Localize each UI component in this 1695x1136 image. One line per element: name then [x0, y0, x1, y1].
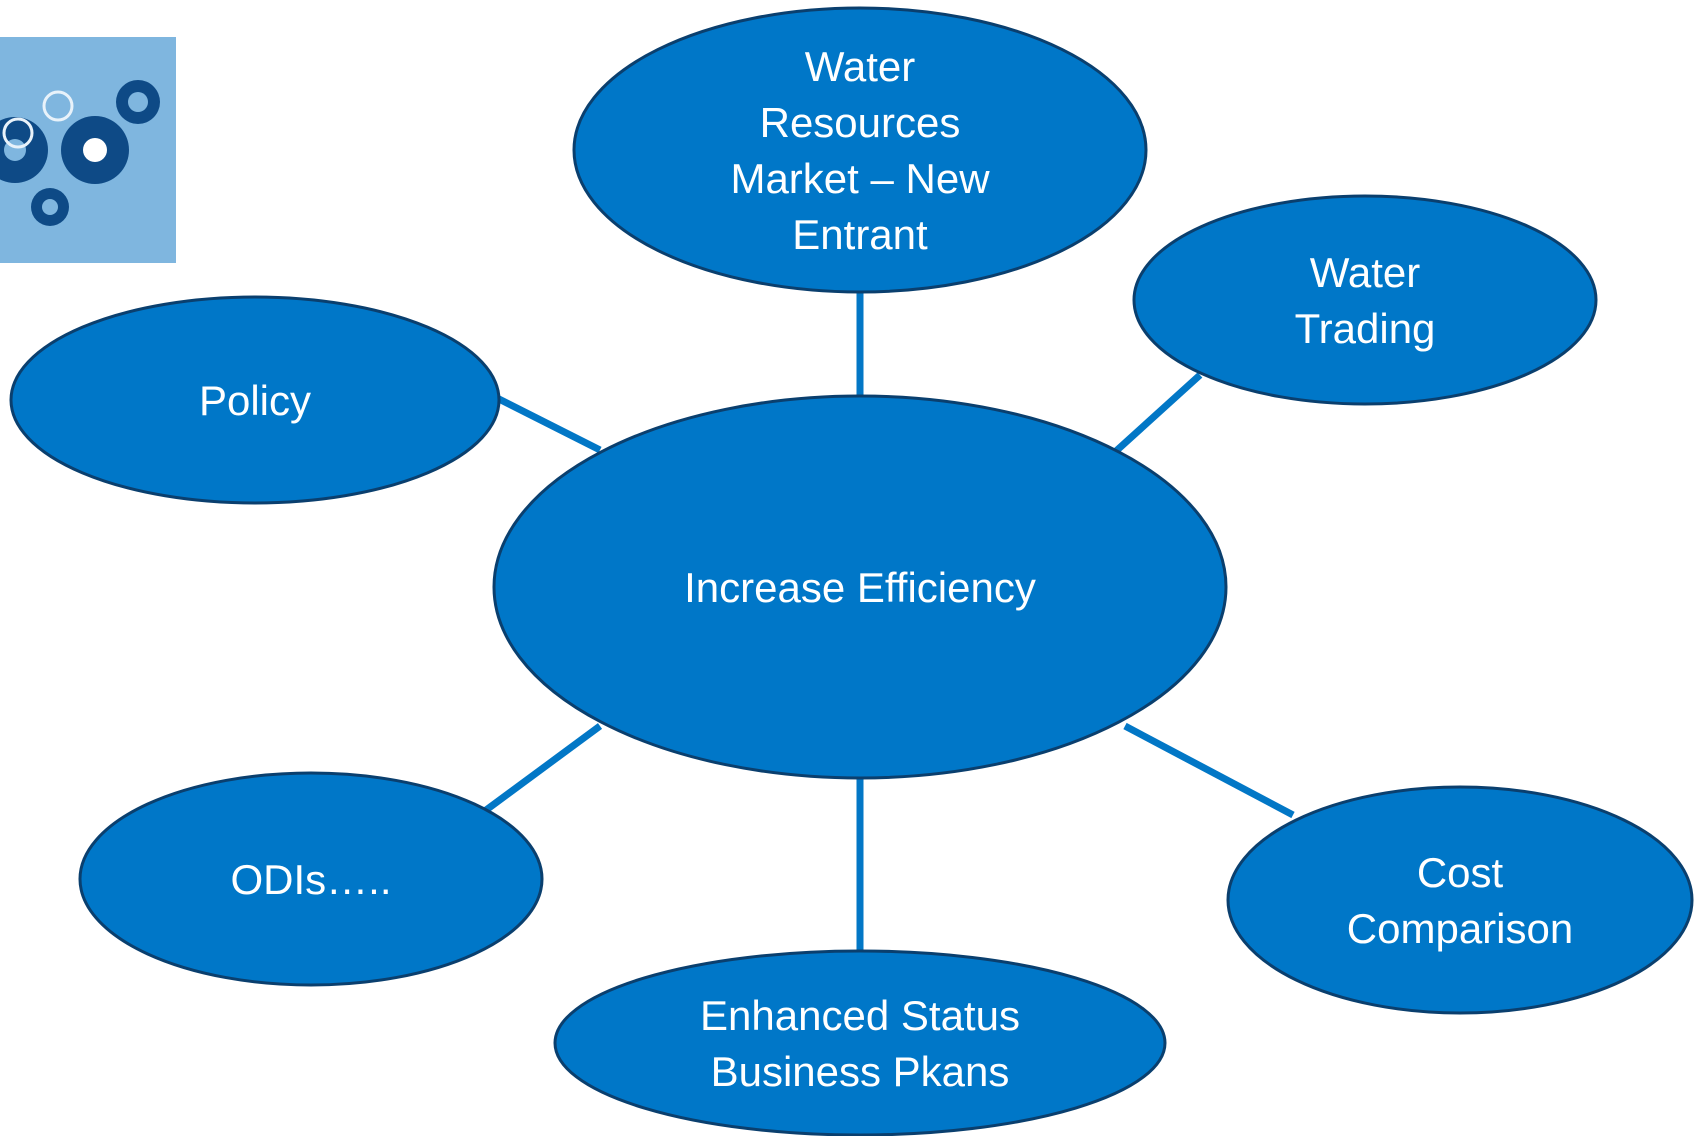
node-label-line: Enhanced Status: [700, 992, 1020, 1039]
node-odis: ODIs…..: [78, 771, 544, 987]
node-label-line: Business Pkans: [711, 1048, 1010, 1095]
node-label-line: Trading: [1295, 305, 1436, 352]
connector-line: [1123, 722, 1295, 819]
gear-large: [61, 116, 129, 184]
node-label-line: Water: [1310, 249, 1420, 296]
node-label-line: Entrant: [792, 211, 928, 258]
node-label-line: ODIs…..: [230, 856, 391, 903]
node-ellipse: [492, 394, 1228, 780]
node-center: Increase Efficiency: [492, 394, 1228, 780]
node-ellipse: [1132, 194, 1598, 406]
node-label-line: Water: [805, 43, 915, 90]
gear-top-right: [116, 80, 160, 124]
connector-line: [1112, 372, 1203, 455]
node-label-line: Cost: [1417, 849, 1504, 896]
node-label-line: Increase Efficiency: [684, 564, 1036, 611]
node-policy: Policy: [9, 295, 501, 505]
gears-icon: [0, 37, 176, 263]
connector-line: [475, 723, 603, 819]
node-ellipse: [9, 295, 501, 505]
gear-small-outline-2: [2, 117, 34, 149]
node-label-line: Market – New: [730, 155, 990, 202]
connectors: [475, 292, 1295, 953]
connector-line: [493, 393, 602, 454]
node-ellipse: [78, 771, 544, 987]
gear-small-outline: [42, 90, 74, 122]
gear-bottom: [31, 188, 69, 226]
node-ellipse: [553, 949, 1167, 1136]
node-label-line: Resources: [760, 99, 961, 146]
node-label-line: Comparison: [1347, 905, 1573, 952]
node-ellipse: [1226, 785, 1694, 1015]
node-label-line: Policy: [199, 377, 311, 424]
node-ellipse: [572, 6, 1148, 294]
